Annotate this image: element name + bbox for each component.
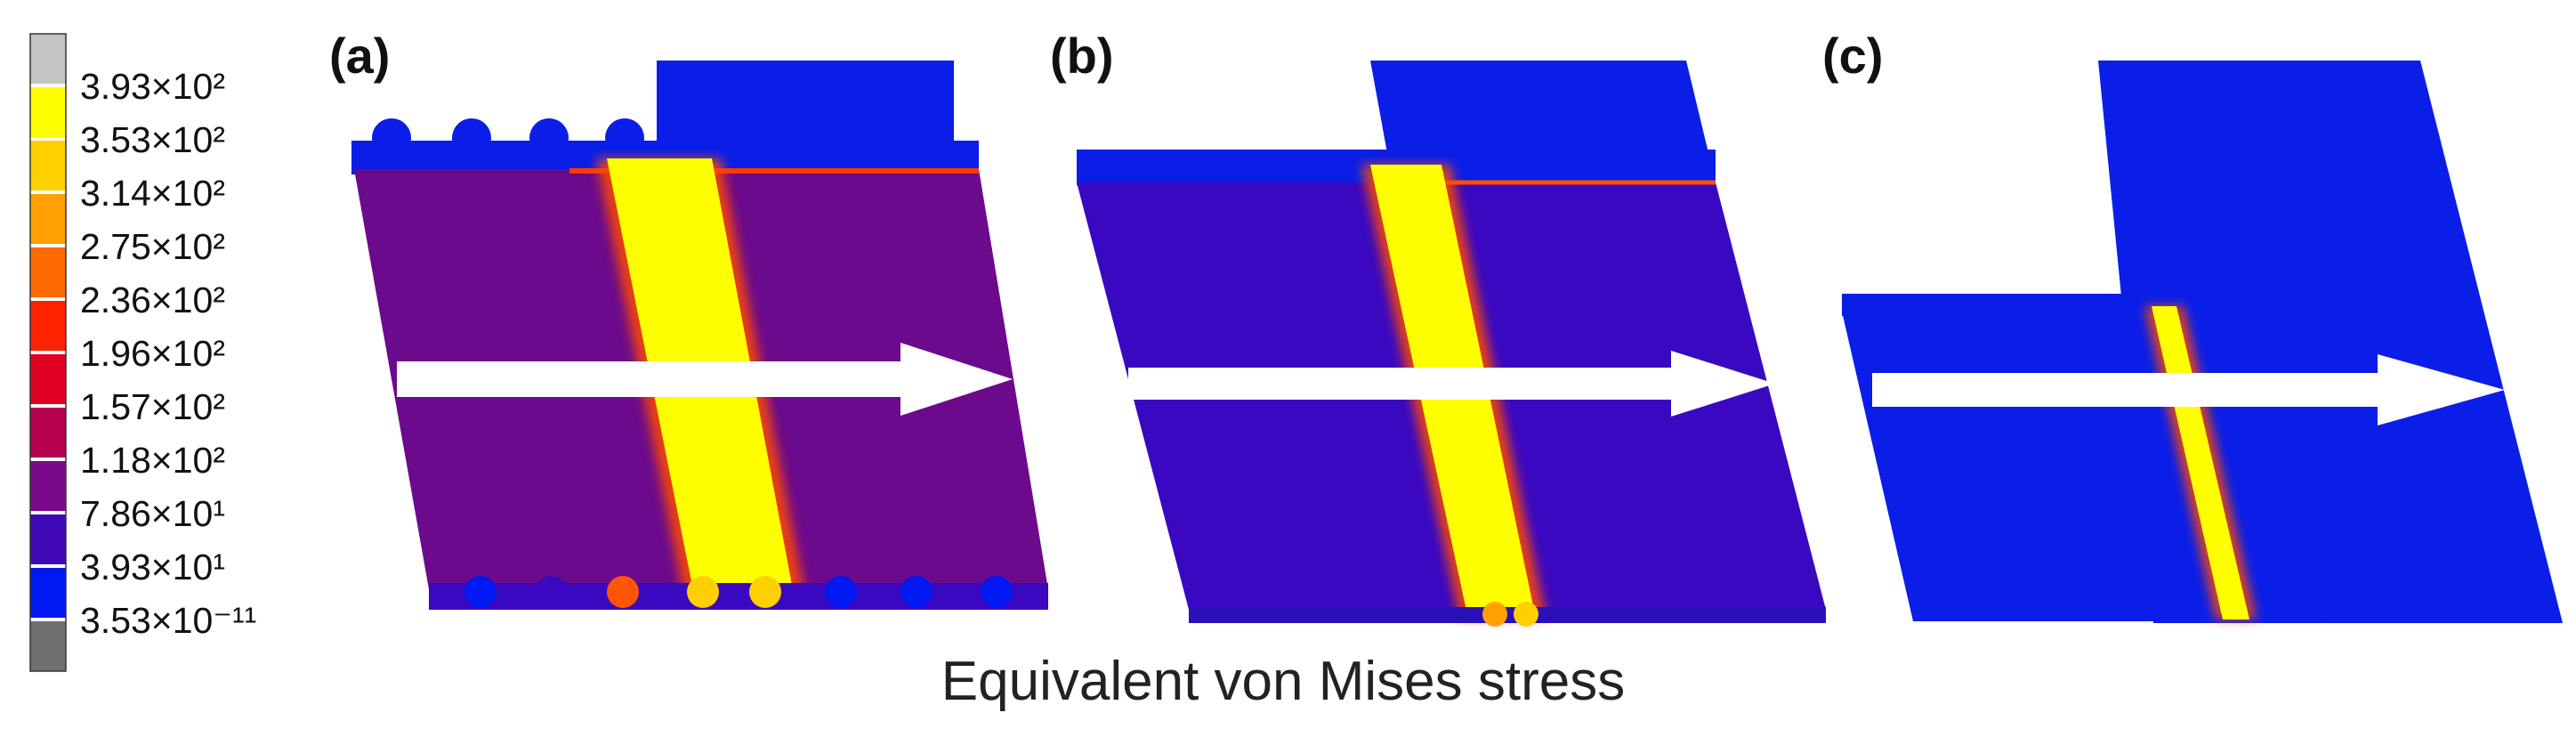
panel-b: (b): [1050, 28, 1826, 627]
legend-swatch-10: [30, 568, 66, 618]
legend-frame: [29, 33, 67, 672]
legend-label-9: 3.93×10¹: [80, 547, 225, 587]
panel-c: (c): [1822, 28, 2563, 623]
bottom-bumps: [464, 576, 1013, 608]
legend-swatch-2: [30, 141, 66, 190]
legend-swatch-3: [30, 194, 66, 244]
legend-swatch-8: [30, 461, 66, 511]
direction-arrow-b: [1128, 351, 1775, 417]
legend-label-10: 3.53×10⁻¹¹: [80, 600, 256, 641]
legend-swatch-6: [30, 354, 66, 404]
legend-label-0: 3.93×10²: [80, 66, 225, 107]
top-bumps: [372, 118, 644, 158]
legend-swatch-7: [30, 408, 66, 458]
legend-label-7: 1.18×10²: [80, 440, 225, 481]
panel-label-b: (b): [1050, 28, 1114, 84]
figure-caption: Equivalent von Mises stress: [941, 651, 1625, 712]
color-legend: 3.93×10² 3.53×10² 3.14×10² 2.75×10² 2.36…: [29, 33, 256, 672]
bottom-bumps: [1482, 602, 1538, 627]
legend-label-5: 1.96×10²: [80, 333, 225, 374]
legend-swatch-0: [30, 34, 66, 84]
legend-label-8: 7.86×10¹: [80, 493, 225, 534]
top-edge-strip: [1842, 294, 2153, 316]
direction-arrow-c: [1872, 354, 2505, 425]
legend-label-3: 2.75×10²: [80, 226, 225, 267]
legend-swatch-1: [30, 87, 66, 137]
panel-label-a: (a): [329, 28, 390, 84]
panel-a: (a): [329, 28, 1048, 610]
legend-label-6: 1.57×10²: [80, 386, 225, 427]
legend-label-2: 3.14×10²: [80, 173, 225, 214]
top-edge-strip: [351, 141, 979, 174]
direction-arrow-a: [397, 343, 1013, 416]
bottom-edge-strip: [1189, 607, 1826, 623]
panel-label-c: (c): [1822, 28, 1883, 84]
legend-swatch-9: [30, 514, 66, 564]
legend-label-1: 3.53×10²: [80, 119, 225, 160]
bottom-edge-strip: [429, 583, 1048, 610]
legend-swatch-5: [30, 301, 66, 351]
legend-label-4: 2.36×10²: [80, 279, 225, 320]
legend-swatch-11: [30, 621, 66, 671]
legend-swatch-4: [30, 247, 66, 297]
